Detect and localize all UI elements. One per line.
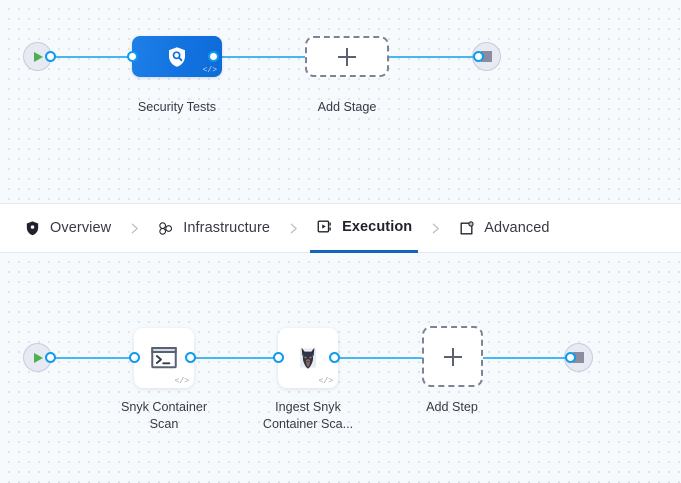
tab-separator-2 [276, 222, 310, 235]
stop-icon [573, 352, 584, 363]
tab-overview[interactable]: Overview [18, 204, 117, 253]
link-stage1-to-add [213, 55, 305, 59]
stop-icon [481, 51, 492, 62]
step1-input-dot[interactable] [129, 352, 140, 363]
shield-search-icon [169, 46, 185, 67]
chevron-right-icon [290, 223, 297, 233]
snyk-dog-icon [300, 347, 316, 369]
step-node-snyk-container-scan[interactable]: </> [134, 328, 194, 388]
tab-label-overview: Overview [50, 220, 112, 236]
start-connector-dot[interactable] [45, 51, 56, 62]
add-stage-label: Add Stage [317, 100, 377, 114]
execution-start-connector-dot[interactable] [45, 352, 56, 363]
step-label-ingest-snyk: Ingest Snyk Container Sca... [262, 400, 354, 431]
cluster-icon [159, 221, 173, 235]
add-stage-button[interactable] [305, 36, 389, 77]
end-connector-dot[interactable] [473, 51, 484, 62]
step2-input-dot[interactable] [273, 352, 284, 363]
tab-advanced[interactable]: Advanced [452, 204, 555, 253]
tab-label-infrastructure: Infrastructure [183, 220, 271, 236]
code-marker: </> [202, 66, 217, 75]
link-start-to-step1 [48, 356, 138, 360]
step-node-ingest-snyk-container-scan[interactable]: </> [278, 328, 338, 388]
link-add-to-end [483, 356, 571, 360]
code-marker: </> [174, 377, 189, 386]
tab-execution[interactable]: Execution [310, 204, 419, 253]
link-add-to-end [388, 55, 478, 59]
execution-end-connector-dot[interactable] [565, 352, 576, 363]
add-step-label: Add Step [426, 400, 478, 414]
stage1-input-dot[interactable] [127, 51, 138, 62]
step-label-snyk-container-scan: Snyk Container Scan [120, 400, 208, 431]
stage-label-security-tests: Security Tests [137, 100, 217, 114]
play-icon [34, 51, 43, 62]
shield-icon [26, 220, 39, 235]
tab-separator-3 [418, 222, 452, 235]
code-marker: </> [318, 377, 333, 386]
steps-canvas[interactable]: </> Snyk Container Scan </> Ingest Snyk … [0, 253, 681, 483]
plus-icon [338, 47, 356, 66]
tab-label-advanced: Advanced [484, 220, 550, 236]
link-step1-to-step2 [190, 356, 283, 360]
tab-separator-1 [117, 222, 151, 235]
step1-output-dot[interactable] [185, 352, 196, 363]
play-square-icon [317, 220, 331, 233]
link-step2-to-add [334, 356, 424, 360]
section-tabs: Overview Infrastructure [0, 203, 681, 253]
tab-infrastructure[interactable]: Infrastructure [151, 204, 276, 253]
link-start-to-stage1 [48, 55, 136, 59]
stage1-output-dot[interactable] [208, 51, 219, 62]
plus-icon [443, 347, 462, 366]
play-icon [34, 352, 43, 363]
step2-output-dot[interactable] [329, 352, 340, 363]
stage-node-security-tests[interactable]: </> [132, 36, 222, 77]
chevron-right-icon [432, 223, 439, 233]
tab-label-execution: Execution [342, 218, 413, 235]
gear-frame-icon [460, 220, 474, 234]
stages-canvas[interactable]: </> Security Tests Add Stage [0, 0, 681, 203]
add-step-button[interactable] [422, 326, 483, 387]
terminal-icon [151, 347, 177, 369]
chevron-right-icon [131, 223, 138, 233]
